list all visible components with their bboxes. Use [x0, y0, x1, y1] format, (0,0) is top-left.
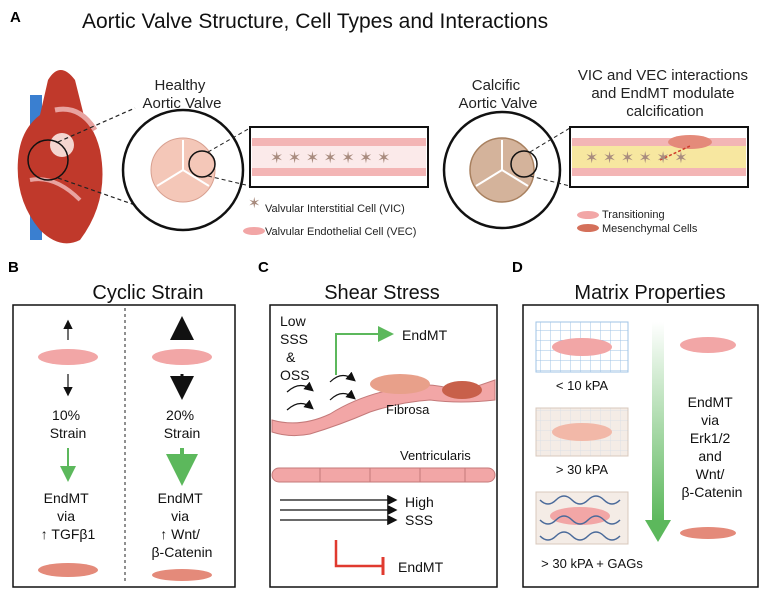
cell-left-bottom — [38, 563, 98, 577]
endmt-green-arrow — [335, 326, 394, 375]
panel-b-title: Cyclic Strain — [92, 282, 203, 304]
svg-text:✶ ✶ ✶ ✶ ✶ ✶ ✶: ✶ ✶ ✶ ✶ ✶ ✶ ✶ — [270, 150, 391, 167]
stiffness-label-3: > 30 kPA + GAGs — [541, 556, 643, 571]
cell-right-top — [152, 349, 212, 365]
cell-right-bottom — [152, 569, 212, 581]
fibrosa-label: Fibrosa — [386, 402, 430, 417]
endmt-top-label: EndMT — [402, 327, 448, 343]
panel-d: D Matrix Properties < 10 kPA > 30 kPA > … — [512, 259, 759, 588]
panel-c-title: Shear Stress — [324, 282, 440, 304]
fibrosa-cells — [271, 379, 496, 437]
vic-legend-label: Valvular Interstitial Cell (VIC) — [265, 203, 405, 215]
ventricularis-label: Ventricularis — [400, 448, 471, 463]
panel-b: B Cyclic Strain 10% Strain EndMT via ↑ T… — [8, 259, 236, 588]
panel-a-title: Aortic Valve Structure, Cell Types and I… — [82, 10, 548, 33]
right-result-label: EndMT via ↑ Wnt/ β-Catenin — [152, 490, 213, 560]
calcific-valve-label: Calcific Aortic Valve — [459, 77, 538, 112]
transitioning-legend-label: Transitioning Mesenchymal Cells — [602, 209, 698, 235]
interactions-label: VIC and VEC interactions and EndMT modul… — [578, 67, 752, 120]
healthy-tissue-section: ✶ ✶ ✶ ✶ ✶ ✶ ✶ — [249, 126, 429, 188]
calcific-tissue-section: ✶ ✶ ✶ ✶ ✶ ✶ — [569, 126, 749, 188]
gradient-arrow — [652, 322, 664, 522]
panel-c-box — [269, 304, 498, 588]
panel-a-letter: A — [10, 9, 21, 26]
high-sss-label: High SSS — [405, 494, 438, 528]
left-result-label: EndMT via ↑ TGFβ1 — [41, 490, 96, 542]
low-sss-label: Low SSS & OSS — [280, 313, 312, 383]
healthy-valve-label: Healthy Aortic Valve — [143, 77, 222, 112]
endmt-red-inhibit — [334, 540, 382, 568]
panel-c-letter: C — [258, 259, 269, 276]
panel-a: A Aortic Valve Structure, Cell Types and… — [10, 9, 752, 244]
endmt-bottom-label: EndMT — [398, 559, 444, 575]
left-strain-label: 10% Strain — [50, 407, 87, 441]
vec-legend-label: Valvular Endothelial Cell (VEC) — [265, 226, 416, 238]
heart-zoom-circle — [27, 139, 69, 181]
vec-legend-icon — [243, 227, 265, 235]
stiffness-label-2: > 30 kPA — [556, 462, 608, 477]
svg-text:✶ ✶ ✶ ✶ ✶ ✶: ✶ ✶ ✶ ✶ ✶ ✶ — [585, 150, 688, 167]
matrix-result-label: EndMT via Erk1/2 and Wnt/ β-Catenin — [682, 394, 743, 500]
transitioning-legend-icon — [577, 211, 599, 219]
panel-d-title: Matrix Properties — [574, 282, 725, 304]
panel-b-letter: B — [8, 259, 19, 276]
cell-top-right — [680, 337, 736, 353]
cell-bottom-right — [680, 527, 736, 539]
cell-left-top — [38, 349, 98, 365]
panel-d-letter: D — [512, 259, 523, 276]
panel-c: C Shear Stress Low SSS & OSS EndMT Fibro… — [258, 259, 498, 588]
stiffness-label-1: < 10 kPA — [556, 378, 608, 393]
heart-illustration — [17, 70, 103, 244]
ventricularis-cells — [271, 467, 496, 483]
vic-legend-icon: ✶ — [248, 195, 261, 212]
right-strain-label: 20% Strain — [164, 407, 201, 441]
